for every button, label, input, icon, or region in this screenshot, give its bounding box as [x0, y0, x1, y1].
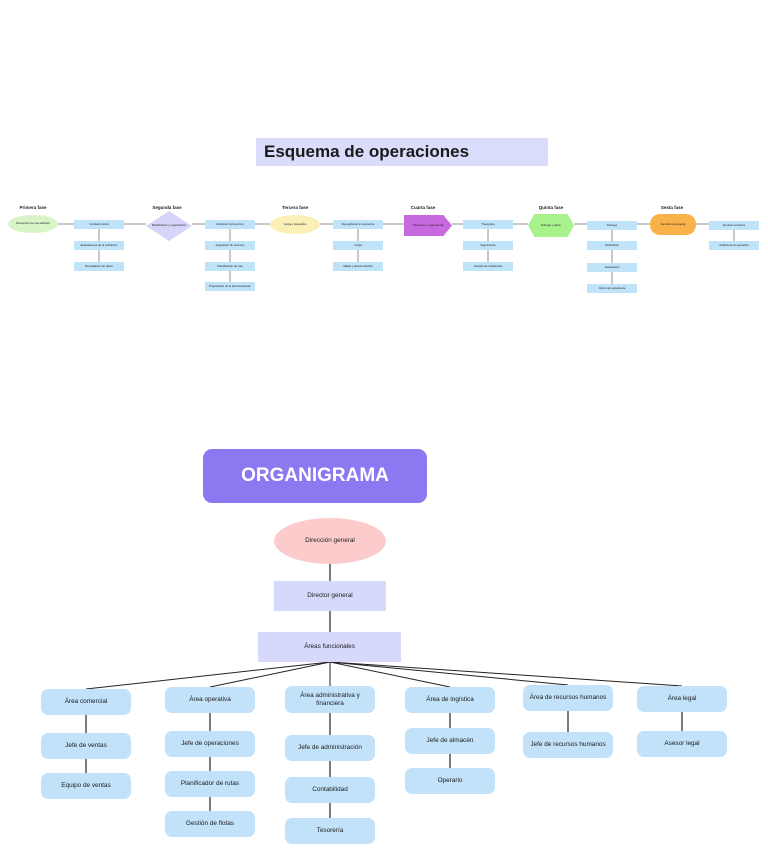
phase-1-step: Contacto inicial [74, 220, 124, 229]
phase-1-label: Primera fase [19, 205, 47, 210]
org-area-node: Área de recursos humanos [523, 685, 613, 711]
phase-3-step: Salida y documentación [333, 262, 383, 271]
phase-5-step: Facturación [587, 263, 637, 272]
org-area-node: Área administrativa y financiera [285, 686, 375, 713]
phase-3-label: Tercera fase [281, 205, 309, 210]
org-branch-line [329, 661, 451, 688]
org-area-node: Área operativa [165, 687, 255, 713]
org-director-node: Director general [274, 581, 386, 611]
org-role-node: Jefe de recursos humanos [523, 732, 613, 758]
org-role-node: Operario [405, 768, 495, 794]
phase-2-step: Preparación de la documentación [205, 282, 255, 291]
phase-3-key-node: Carga y despacho [270, 215, 320, 234]
phase-6-label: Sexta fase [660, 205, 684, 210]
phase-5-step: Verificación [587, 241, 637, 250]
phase-2-step: Asignación de recursos [205, 241, 255, 250]
org-role-node: Contabilidad [285, 777, 375, 803]
org-role-node: Jefe de operaciones [165, 731, 255, 757]
org-branch-line [329, 661, 683, 687]
org-role-node: Jefe de almacén [405, 728, 495, 754]
org-role-node: Planificador de rutas [165, 771, 255, 797]
org-root-node: Dirección general [274, 518, 386, 564]
phase-4-label: Cuarta fase [410, 205, 436, 210]
phase-1-step: Recopilación de datos [74, 262, 124, 271]
org-area-node: Área de logística [405, 687, 495, 713]
org-role-node: Asesor legal [637, 731, 727, 757]
phase-2-step: Planificación de ruta [205, 262, 255, 271]
phase-6-key-node: Atención post-venta [650, 214, 696, 235]
org-chart-title: ORGANIGRAMA [203, 449, 427, 503]
org-role-node: Jefe de ventas [41, 733, 131, 759]
phase-5-step: Cierre del expediente [587, 284, 637, 293]
org-branch-line [85, 661, 331, 690]
org-role-node: Equipo de ventas [41, 773, 131, 799]
phase-3-step: Recogida de la mercancía [333, 220, 383, 229]
phase-4-step: Seguimiento [463, 241, 513, 250]
phase-3-step: Carga [333, 241, 383, 250]
org-area-node: Área legal [637, 686, 727, 712]
phase-4-step: Gestión de incidencias [463, 262, 513, 271]
org-role-node: Jefe de administración [285, 735, 375, 761]
org-area-node: Área comercial [41, 689, 131, 715]
phase-4-key-node: Transporte y seguimiento [404, 215, 452, 236]
phase-5-step: Entrega [587, 221, 637, 230]
phase-5-label: Quinta fase [538, 205, 564, 210]
phase-2-step: Definición del servicio [205, 220, 255, 229]
phase-4-step: Transporte [463, 220, 513, 229]
org-branch-line [209, 661, 331, 688]
phase-1-step: Evaluaciones de la cotización [74, 241, 124, 250]
org-role-node: Tesorería [285, 818, 375, 844]
org-role-node: Gestión de flotas [165, 811, 255, 837]
phase-6-step: Atención al cliente [709, 221, 759, 230]
phase-5-key-node: Entrega y cierre [528, 214, 574, 237]
org-functional-areas-node: Áreas funcionales [258, 632, 401, 662]
phase-6-step: Análisis de la operación [709, 241, 759, 250]
operations-title: Esquema de operaciones [256, 138, 548, 166]
phase-1-key-node: Recepción de una solicitud [8, 215, 58, 233]
phase-2-label: Segunda fase [152, 205, 182, 210]
org-branch-line [329, 661, 569, 686]
